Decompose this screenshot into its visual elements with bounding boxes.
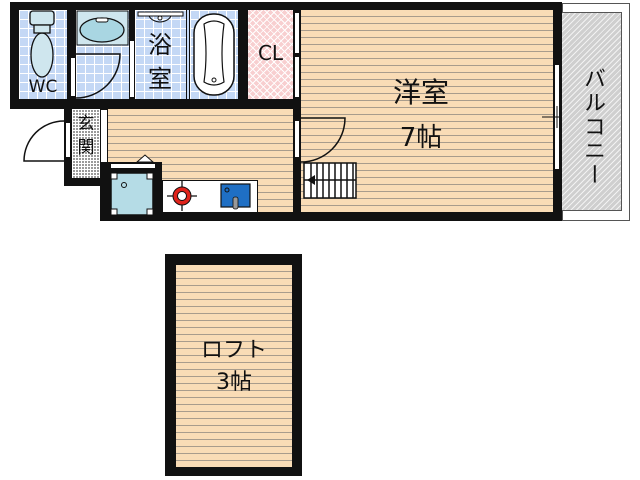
loft-size: 3帖 xyxy=(216,370,252,395)
bath-label-2: 室 xyxy=(148,65,172,93)
wall-closet-right xyxy=(293,10,301,220)
room-bath: 浴 室 xyxy=(135,10,188,99)
door-swing-icon xyxy=(75,53,121,99)
washbasin-icon xyxy=(76,10,129,46)
gas-stove-icon[interactable] xyxy=(167,181,197,211)
toilet-icon xyxy=(29,10,55,78)
wall-top xyxy=(10,2,560,10)
wall-entrance-bottom xyxy=(64,178,102,186)
front-door[interactable] xyxy=(65,122,71,158)
washer-pan-top xyxy=(110,163,156,169)
washing-machine-icon xyxy=(110,172,154,216)
bath-partition xyxy=(186,10,190,99)
room-closet: CL xyxy=(248,10,293,99)
room-bathtub-area xyxy=(190,10,238,99)
room-entrance: 玄 関 xyxy=(72,109,100,178)
closet-door-1[interactable] xyxy=(294,12,300,54)
wall-wet-bottom xyxy=(10,99,300,109)
western-room-door[interactable] xyxy=(294,120,300,158)
bathtub-icon xyxy=(193,13,235,96)
bath-door[interactable] xyxy=(129,40,135,98)
closet-label: CL xyxy=(257,41,284,65)
room-wc: WC xyxy=(19,10,67,99)
washroom-door[interactable] xyxy=(70,57,76,97)
entrance-label-1: 玄 xyxy=(77,114,95,134)
western-room-label: 洋室 xyxy=(392,76,449,109)
door-swing-icon xyxy=(300,117,346,163)
loft-label: ロフト xyxy=(200,338,267,363)
loft-ladder-icon[interactable] xyxy=(303,162,360,201)
balcony-label: バルコニー xyxy=(580,67,605,187)
entrance-step xyxy=(100,109,108,167)
bath-label-1: 浴 xyxy=(148,31,172,59)
wall-wc-divider xyxy=(67,10,76,99)
wall-bath-cl xyxy=(238,10,248,99)
wc-label: WC xyxy=(28,77,58,97)
wall-bottom xyxy=(100,212,562,221)
room-loft: ロフト 3帖 xyxy=(176,265,292,467)
kitchen-sink-icon[interactable] xyxy=(220,183,252,213)
room-balcony: バルコニー xyxy=(562,12,622,211)
wall-left-wet xyxy=(10,2,19,109)
main-floor: WC 浴 室 CL xyxy=(0,0,640,230)
western-room-size: 7帖 xyxy=(399,123,443,153)
room-washroom xyxy=(75,10,129,99)
washer-arrow-icon xyxy=(135,154,155,163)
closet-door-2[interactable] xyxy=(294,56,300,98)
front-door-swing-icon xyxy=(23,120,65,162)
shower-icon xyxy=(137,11,184,23)
entrance-label-2: 関 xyxy=(77,138,95,158)
room-western: 洋室 7帖 xyxy=(300,10,553,212)
